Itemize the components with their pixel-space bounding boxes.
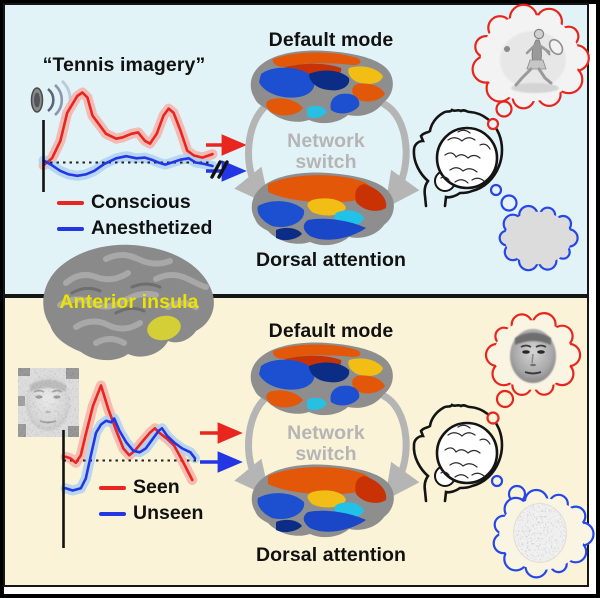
seen-line-swatch [99, 485, 126, 490]
network-switch-label-top: Network switch [287, 130, 365, 174]
clear-face-illustration [510, 329, 556, 383]
thought-circle [486, 411, 500, 425]
legend-row-seen: Seen [99, 476, 203, 499]
top-legend: Conscious Anesthetized [57, 191, 212, 240]
dorsal-attention-brain-top [252, 173, 394, 246]
anesthetized-label: Anesthetized [91, 217, 213, 239]
dorsal-attention-label-top: Dorsal attention [255, 249, 407, 271]
interruption-break-icon [210, 160, 229, 179]
thought-circle [500, 194, 518, 212]
tennis-imagery-title: “Tennis imagery” [42, 54, 206, 76]
thought-circle [490, 474, 504, 488]
legend-row-unseen: Unseen [99, 502, 203, 525]
noisy-face-stimulus [18, 368, 79, 437]
top-chart [38, 87, 218, 192]
bottom-legend: Seen Unseen [99, 476, 203, 525]
seen-label: Seen [133, 476, 180, 498]
default-mode-label-bottom: Default mode [268, 320, 394, 342]
anterior-insula-highlight [147, 315, 181, 341]
dorsal-attention-label-bottom: Dorsal attention [255, 544, 407, 566]
tennis-player-illustration [500, 28, 566, 93]
thought-circle [486, 117, 500, 131]
default-mode-brain-bottom [251, 343, 393, 416]
conscious-line-swatch [57, 200, 84, 205]
thought-circle [489, 183, 503, 197]
noise-patch-illustration [514, 504, 566, 562]
dorsal-attention-brain-bottom [252, 465, 394, 538]
bottom-chart [60, 380, 200, 548]
thought-circle [495, 389, 515, 409]
legend-row-conscious: Conscious [57, 191, 212, 214]
anterior-insula-brain [43, 244, 214, 361]
audio-cue-icon [30, 79, 72, 121]
default-mode-brain-top [251, 51, 393, 124]
network-switch-label-bottom: Network switch [287, 422, 365, 466]
empty-thought-cloud [498, 204, 579, 272]
unseen-label: Unseen [133, 502, 204, 524]
conscious-label: Conscious [91, 191, 191, 213]
anesthetized-line-swatch [57, 226, 84, 231]
anterior-insula-label: Anterior insula [59, 291, 199, 313]
default-mode-label-top: Default mode [268, 29, 394, 51]
legend-row-anesthetized: Anesthetized [57, 217, 212, 240]
unseen-line-swatch [99, 511, 126, 516]
thought-circle [495, 100, 513, 118]
